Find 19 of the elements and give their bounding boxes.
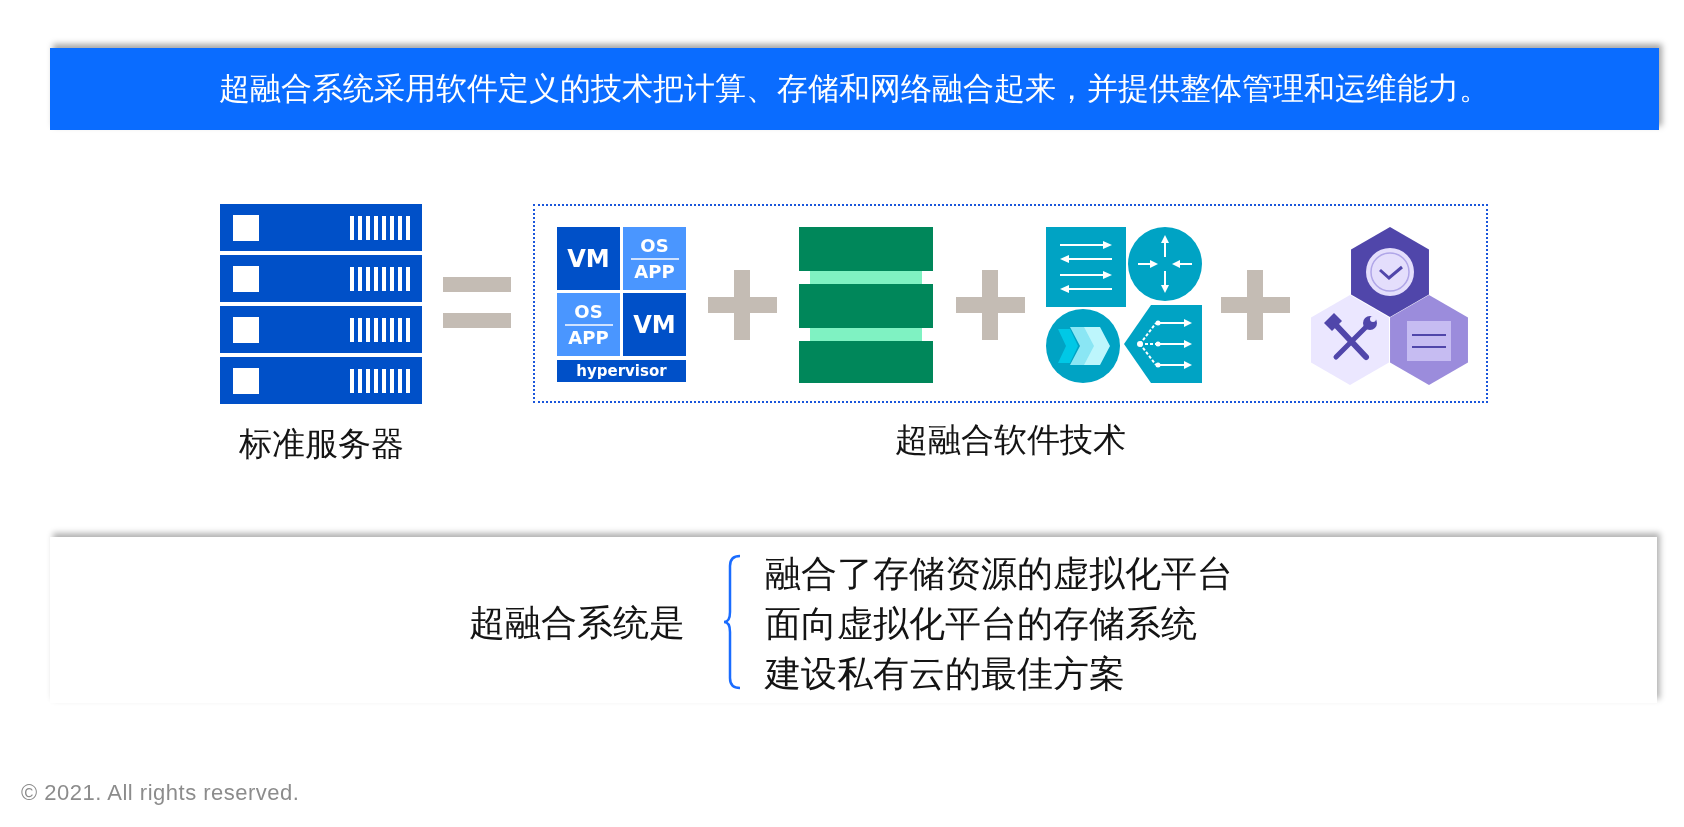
tile-label: APP (568, 327, 609, 348)
lead-text: 超融合系统是 (469, 601, 685, 645)
tile-label: OS (640, 235, 669, 256)
os-app-tile (623, 227, 686, 290)
group-heading: 超融合软件技术 (895, 420, 1126, 460)
definition-panel (50, 537, 1657, 703)
list-item-text: 融合了存储资源的虚拟化平台 (765, 552, 1233, 596)
server-rack-illustration (220, 204, 422, 404)
picture-caption: 标准服务器 (238, 424, 404, 464)
vm-tile: VM (623, 293, 686, 356)
title-banner: 超融合系统采用软件定义的技术把计算、存储和网络融合起来，并提供整体管理和运维能力。 (50, 48, 1659, 130)
tile-label: OS (574, 301, 603, 322)
list-item-text: 面向虚拟化平台的存储系统 (765, 602, 1197, 646)
list-item-text: 建设私有云的最佳方案 (765, 652, 1125, 696)
os-app-tile (557, 293, 620, 356)
hypervisor-bar: hypervisor (557, 360, 686, 382)
vm-tile: VM (557, 227, 620, 290)
footer-note: © 2021. All rights reserved. (21, 779, 300, 807)
tile-label: APP (634, 261, 675, 282)
